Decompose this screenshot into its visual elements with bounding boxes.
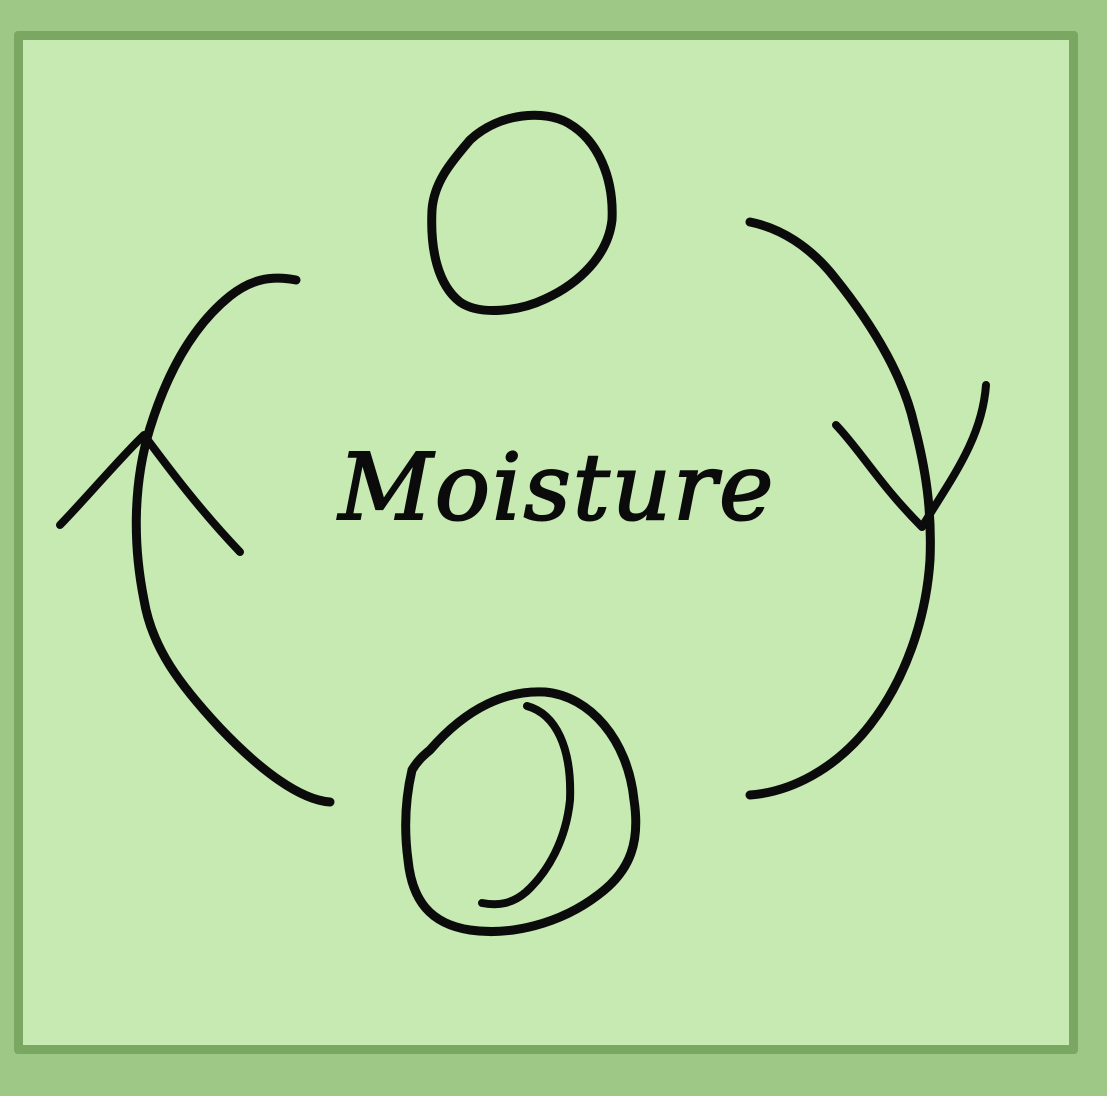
- center-label: Moisture: [337, 434, 776, 541]
- left-cycle-arrow: [56, 273, 335, 807]
- crescent-moon-icon: [401, 687, 641, 937]
- right-cycle-arrow: [745, 217, 990, 800]
- full-moon-icon: [427, 110, 617, 315]
- diagram-panel: [14, 31, 1078, 1054]
